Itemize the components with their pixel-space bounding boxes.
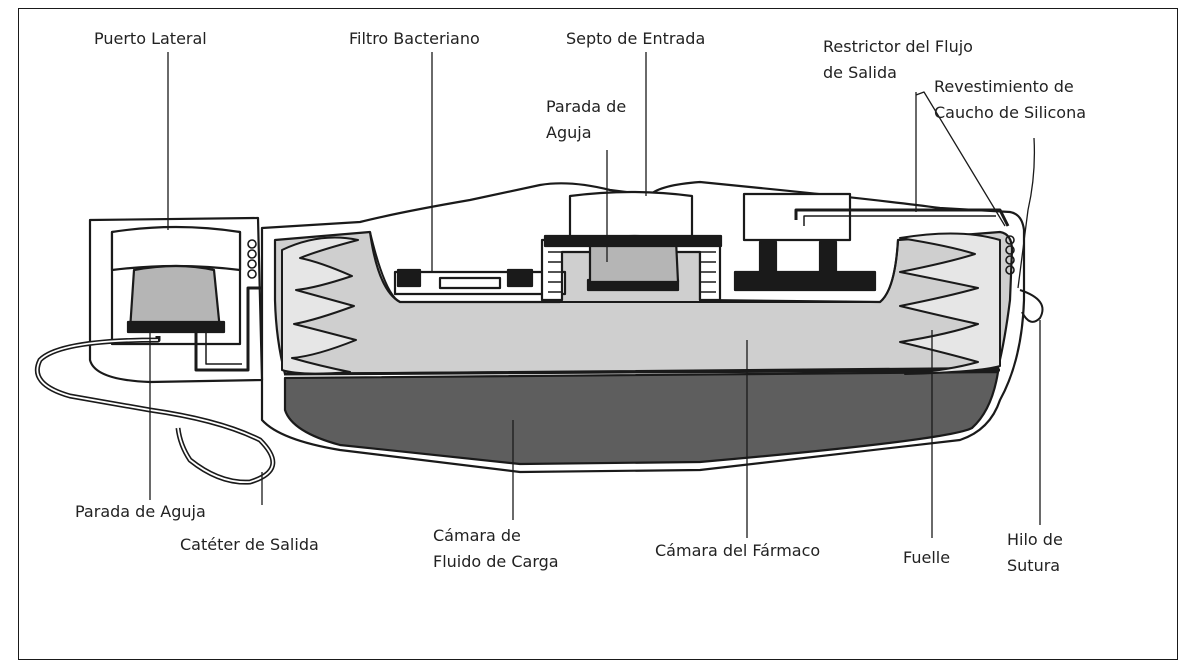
- side-port-stop: [126, 320, 226, 334]
- side-port-tubing-2: [205, 332, 242, 365]
- propellant-chamber-shape: [283, 370, 1000, 466]
- label-revestimiento: Revestimiento de Caucho de Silicona: [934, 77, 1087, 122]
- label-camara-fluido: Cámara de Fluido de Carga: [433, 526, 559, 571]
- filter-left-dark: [396, 268, 422, 288]
- label-fuelle: Fuelle: [903, 548, 951, 567]
- septum-threads: [548, 251, 716, 293]
- label-puerto-lateral: Puerto Lateral: [94, 29, 207, 48]
- label-cateter-salida: Catéter de Salida: [180, 535, 319, 554]
- side-port-chamber: [128, 264, 222, 332]
- restrictor-base: [733, 270, 877, 292]
- label-parada-aguja-bottom: Parada de Aguja: [75, 502, 206, 521]
- side-port-tubing: [194, 286, 262, 372]
- top-plate: [369, 231, 899, 303]
- outlet-catheter-inner: [36, 339, 274, 484]
- suture-loop: [1019, 289, 1044, 323]
- restrictor-tube: [794, 208, 1010, 227]
- filter-membrane: [438, 276, 502, 290]
- septum: [568, 190, 694, 242]
- label-septo-entrada: Septo de Entrada: [566, 29, 706, 48]
- bellows-right: [899, 232, 1001, 375]
- label-parada-aguja-top: Parada de Aguja: [546, 97, 627, 142]
- label-hilo-sutura: Hilo de Sutura: [1007, 530, 1063, 575]
- silicone-coil-right: [1005, 235, 1015, 275]
- restrictor-tube-inner: [803, 215, 996, 226]
- filter-right-dark: [506, 268, 534, 288]
- bellows-plate: [283, 368, 1001, 376]
- label-restrictor-flujo: Restrictor del Flujo de Salida: [823, 37, 973, 82]
- septum-collar: [543, 234, 723, 248]
- figure-frame: [18, 8, 1178, 660]
- side-port-septum: [110, 225, 242, 272]
- leader-lines: [149, 52, 1041, 538]
- side-port-coils: [247, 239, 257, 279]
- label-camara-farmaco: Cámara del Fármaco: [655, 541, 821, 560]
- label-filtro-bacteriano: Filtro Bacteriano: [349, 29, 480, 48]
- bellows-left: [281, 236, 359, 375]
